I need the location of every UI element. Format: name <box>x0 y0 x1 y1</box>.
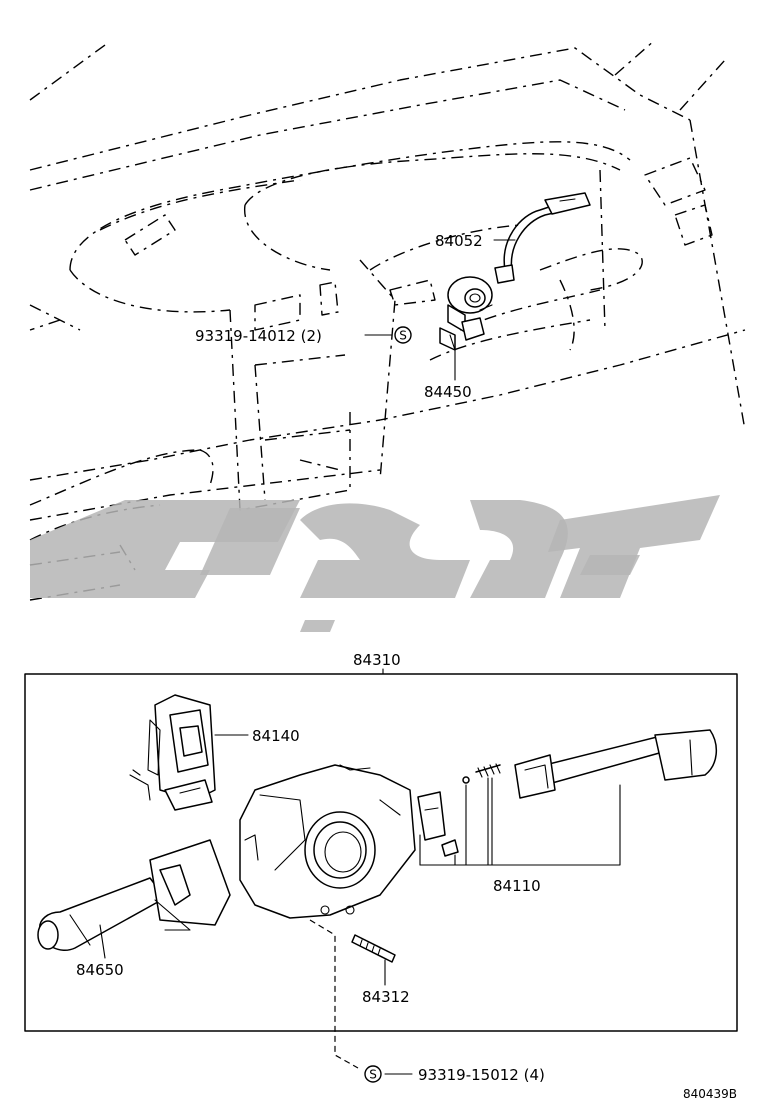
part-84140-drawing <box>129 694 216 811</box>
part-label-84450[interactable]: 84450 <box>424 383 472 401</box>
part-84110-drawing <box>417 729 717 866</box>
part-84650-drawing <box>37 839 231 951</box>
part-label-84110[interactable]: 84110 <box>493 877 541 895</box>
s-symbol-top-text: S <box>399 329 407 343</box>
part-label-84140[interactable]: 84140 <box>252 727 300 745</box>
diagram-code: 840439B <box>683 1087 737 1101</box>
part-label-84052[interactable]: 84052 <box>435 232 483 250</box>
part-84312-drawing <box>351 934 396 963</box>
s-symbol-bottom: S <box>364 1065 382 1083</box>
s-symbol-top: S <box>394 326 412 344</box>
dashboard-illustration <box>29 39 746 601</box>
combination-switch-assembly <box>24 668 738 1032</box>
assembly-boundary <box>24 673 738 1032</box>
part-label-84312[interactable]: 84312 <box>362 988 410 1006</box>
part-label-84650[interactable]: 84650 <box>76 961 124 979</box>
s-symbol-bottom-text: S <box>369 1068 377 1082</box>
watermark-logo <box>30 495 720 632</box>
part-label-93319-14012[interactable]: 93319-14012 (2) <box>195 327 322 345</box>
switch-housing-drawing <box>239 764 416 919</box>
part-label-84310[interactable]: 84310 <box>353 651 401 669</box>
part-label-93319-15012[interactable]: 93319-15012 (4) <box>418 1066 545 1084</box>
